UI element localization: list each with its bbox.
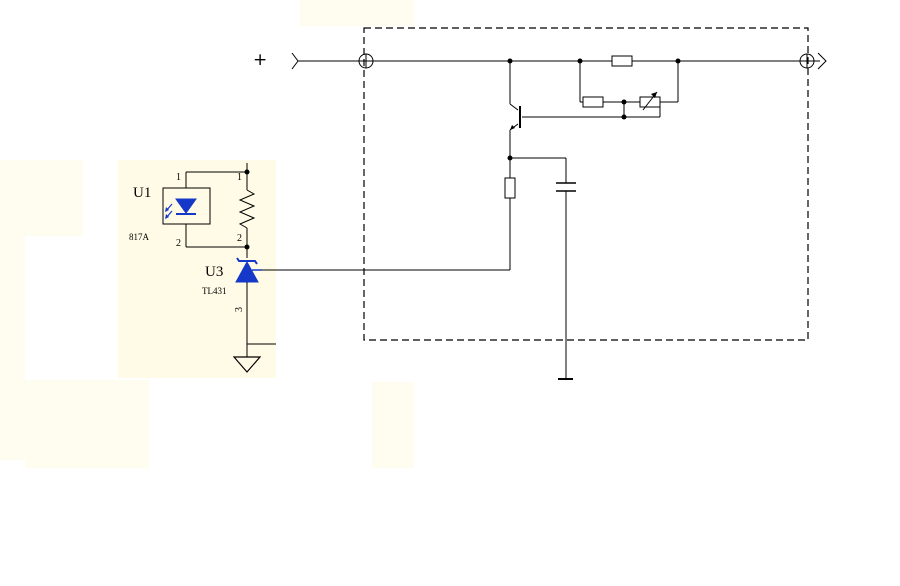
r-pin2-label: 2 (237, 233, 242, 244)
shunt-resistor (611, 55, 633, 67)
output-arrow-icon (814, 52, 827, 70)
optocoupler-u1 (162, 171, 247, 248)
panel-bottom-left (25, 380, 149, 468)
feedback-resistor (504, 177, 516, 199)
panel-top (300, 0, 414, 26)
u1-part-label: 817A (129, 232, 150, 242)
u3-part-label: TL431 (202, 286, 227, 296)
u1-pin1-label: 1 (176, 172, 181, 183)
dashed-module-boundary (363, 27, 809, 341)
collector-node (262, 157, 576, 380)
input-arrow-icon (291, 52, 299, 70)
r-pin1-label: 1 (237, 172, 242, 183)
pullup-resistor (238, 163, 256, 258)
positive-rail (291, 52, 827, 70)
zigzag-resistor-icon (238, 189, 256, 229)
u3-pin3-label: 3 (234, 307, 245, 312)
shunt-regulator-u3 (235, 257, 262, 350)
u1-ref-label: U1 (133, 185, 151, 201)
shunt-network (522, 55, 679, 118)
panel-left-strip (0, 160, 25, 460)
u1-pin2-label: 2 (176, 238, 181, 249)
pnp-transistor (509, 61, 521, 178)
panel-bottom-mid (372, 382, 414, 468)
emitter-arrow-icon (510, 125, 515, 130)
series-resistor (582, 96, 604, 108)
junction-dots (507, 58, 681, 161)
background-panels (0, 0, 414, 468)
plus-terminal-label: + (253, 50, 267, 70)
trimmer-arrow-icon (651, 92, 657, 98)
u3-ref-label: U3 (205, 264, 223, 280)
panel-left-upper (25, 160, 83, 236)
trimmer-potentiometer (639, 96, 661, 108)
led-diode-icon (175, 198, 197, 214)
ground-symbol (232, 343, 276, 373)
